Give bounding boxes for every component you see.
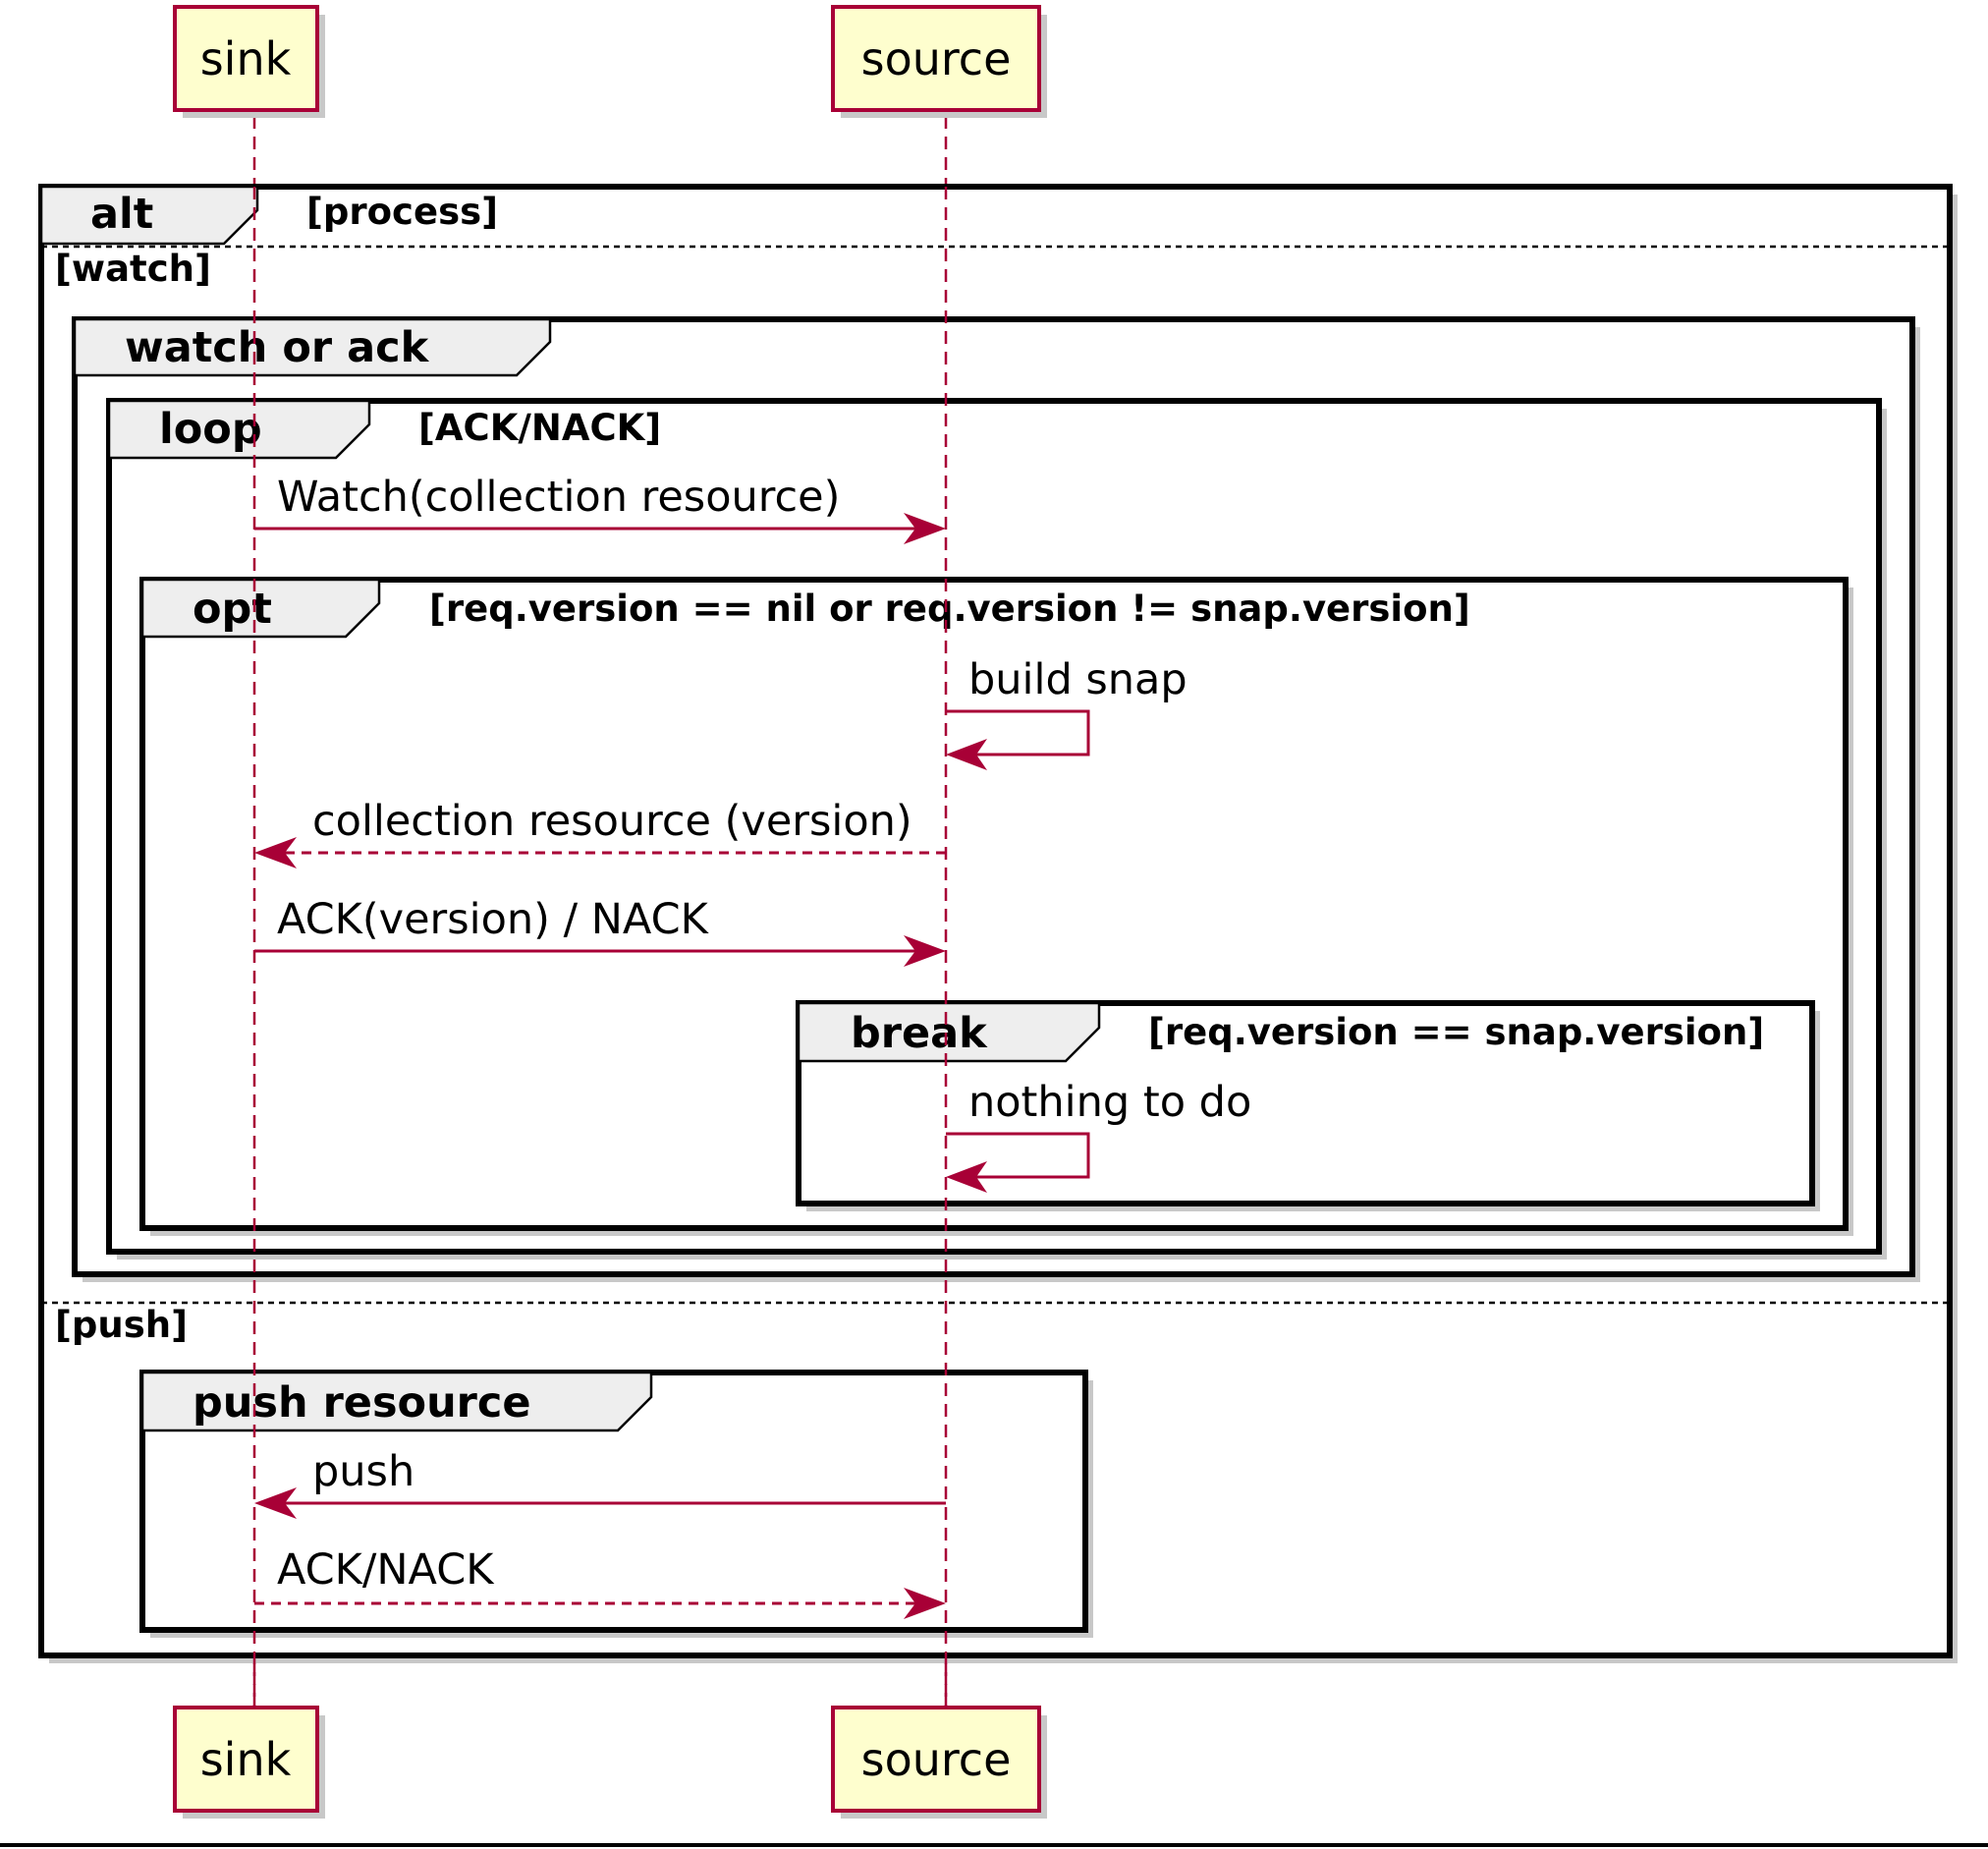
break-tab	[797, 1001, 1101, 1063]
push-resource-group: push resource	[139, 1370, 1093, 1638]
message-label: push	[312, 1447, 414, 1496]
participant-label: sink	[200, 1733, 292, 1786]
message-label: nothing to do	[968, 1078, 1251, 1127]
break-frame: break [req.version == snap.version]	[796, 1000, 1820, 1211]
arrowhead	[946, 739, 987, 770]
participant-label: source	[861, 1733, 1012, 1786]
loop-tab	[107, 399, 371, 460]
participant-label: source	[861, 32, 1012, 85]
push-resource-keyword: push resource	[193, 1378, 531, 1428]
alt-guard: [process]	[306, 191, 498, 233]
watch-or-ack-keyword: watch or ack	[125, 323, 430, 372]
loop-keyword: loop	[159, 405, 262, 454]
message-label: ACK/NACK	[277, 1545, 495, 1595]
message-collection-resource: collection resource (version)	[254, 797, 946, 868]
watch-or-ack-tab	[73, 317, 552, 377]
participant-source-bottom: source	[831, 1706, 1047, 1819]
message-label: ACK(version) / NACK	[277, 895, 710, 944]
message-label: build snap	[968, 655, 1187, 704]
opt-keyword: opt	[193, 585, 272, 634]
participant-sink-top: sink	[173, 5, 325, 118]
break-guard: [req.version == snap.version]	[1148, 1011, 1764, 1053]
alt-branch-watch: [watch]	[55, 248, 211, 290]
alt-tab	[39, 185, 259, 246]
message-label: collection resource (version)	[312, 797, 912, 846]
push-resource-tab	[140, 1371, 653, 1432]
message-ack-nack: ACK/NACK	[254, 1545, 946, 1619]
arrowhead	[904, 935, 946, 967]
arrowhead	[946, 1161, 987, 1193]
opt-guard: [req.version == nil or req.version != sn…	[429, 588, 1470, 630]
arrowhead	[254, 837, 297, 868]
message-ack-version: ACK(version) / NACK	[254, 895, 946, 967]
arrowhead	[904, 1588, 946, 1619]
message-label: Watch(collection resource)	[277, 473, 840, 522]
loop-guard: [ACK/NACK]	[418, 407, 661, 449]
message-watch: Watch(collection resource)	[254, 473, 946, 544]
arrowhead	[904, 513, 946, 544]
message-nothing-to-do: nothing to do	[946, 1078, 1251, 1193]
arrowhead	[254, 1487, 297, 1519]
opt-tab	[140, 578, 381, 639]
break-keyword: break	[851, 1009, 988, 1058]
participant-source-top: source	[831, 5, 1047, 118]
message-build-snap: build snap	[946, 655, 1187, 770]
alt-branch-push: [push]	[55, 1304, 188, 1346]
message-push: push	[254, 1447, 946, 1519]
participant-sink-bottom: sink	[173, 1706, 325, 1819]
participant-label: sink	[200, 32, 292, 85]
alt-keyword: alt	[90, 190, 153, 239]
